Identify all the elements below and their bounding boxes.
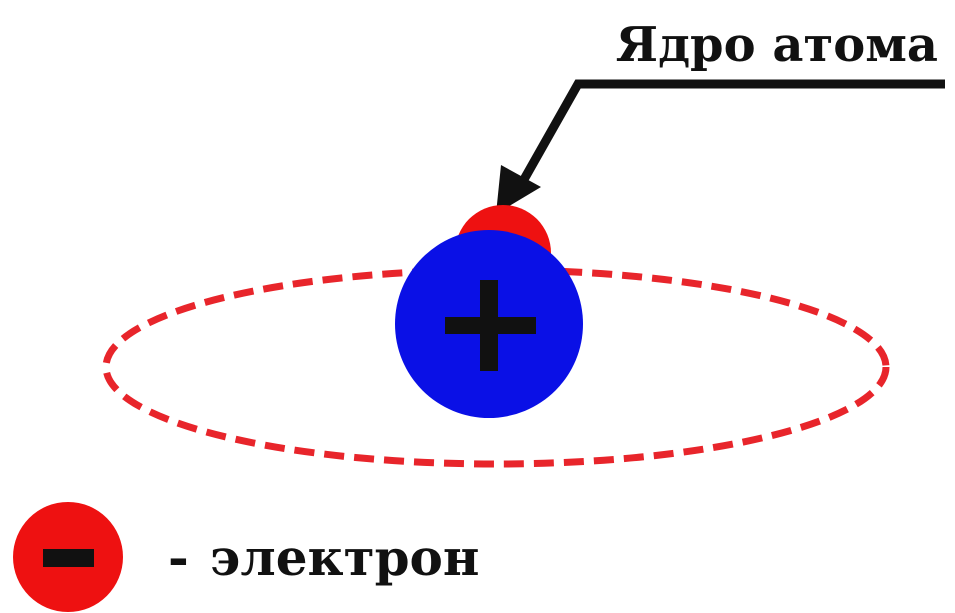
minus-sign-icon [43, 549, 94, 567]
legend-dash: - [168, 528, 189, 587]
nucleus-label: Ядро атома [616, 17, 938, 73]
nucleus-leader-line [522, 84, 945, 183]
legend-electron-label: электрон [210, 528, 480, 587]
